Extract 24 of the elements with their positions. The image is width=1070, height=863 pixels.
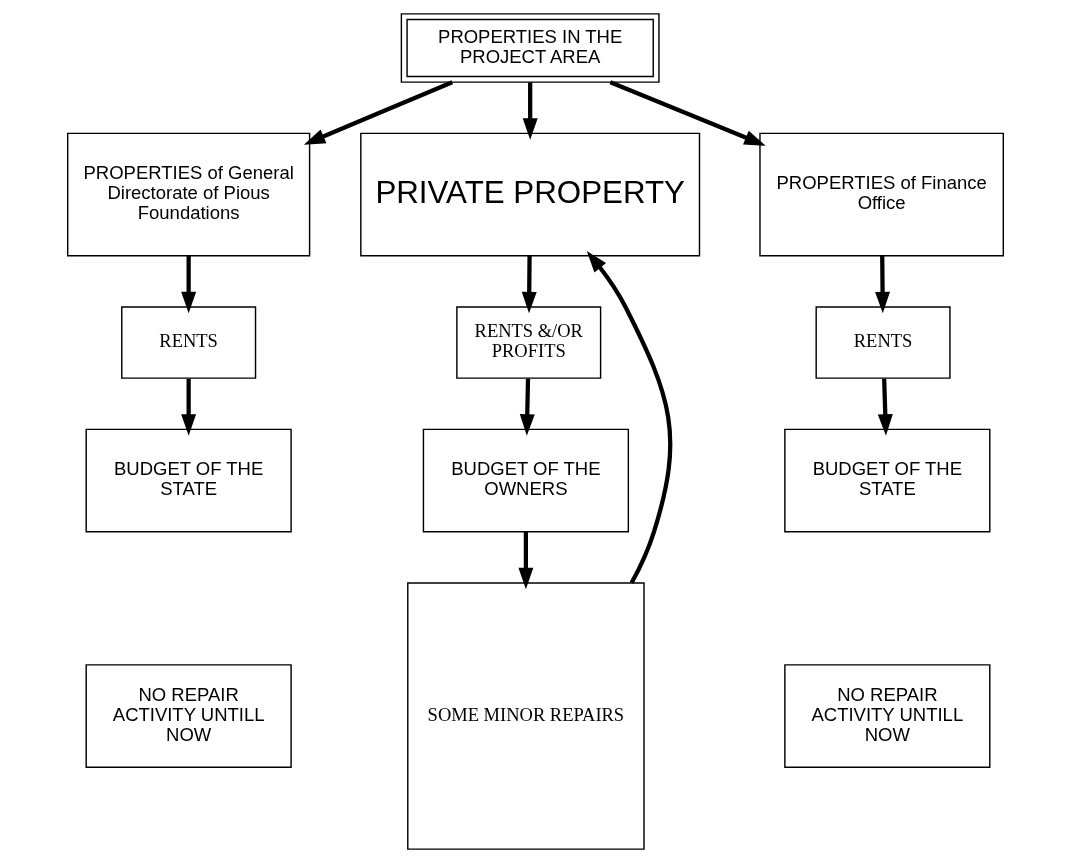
arrow	[517, 531, 533, 590]
arrow	[180, 378, 196, 436]
arrow	[519, 378, 535, 436]
arrow	[877, 378, 893, 436]
arrow	[874, 255, 890, 314]
node-box: BUDGET OF THE STATE	[85, 428, 292, 533]
node-box: RENTS	[120, 306, 256, 379]
node-box: SOME MINOR REPAIRS	[406, 582, 645, 850]
arrow	[521, 255, 537, 314]
node-box: PRIVATE PROPERTY	[359, 132, 700, 257]
node-box: PROPERTIES of General Directorate of Pious Foundations	[66, 132, 310, 257]
node-box: BUDGET OF THE OWNERS	[422, 428, 629, 533]
node-box: PROPERTIES of Finance Office	[758, 132, 1004, 257]
node-box: PROPERTIES IN THE PROJECT AREA	[400, 13, 660, 83]
node-box: BUDGET OF THE STATE	[783, 428, 990, 533]
node-box: NO REPAIR ACTIVITY UNTILL NOW	[85, 664, 292, 769]
node-box: RENTS	[814, 306, 951, 379]
arrow	[303, 80, 453, 145]
node-box: NO REPAIR ACTIVITY UNTILL NOW	[783, 664, 990, 769]
arrow	[586, 251, 672, 584]
arrow	[609, 80, 766, 146]
arrow	[522, 82, 538, 140]
arrow	[180, 255, 196, 314]
node-box: RENTS &/OR PROFITS	[455, 306, 601, 379]
